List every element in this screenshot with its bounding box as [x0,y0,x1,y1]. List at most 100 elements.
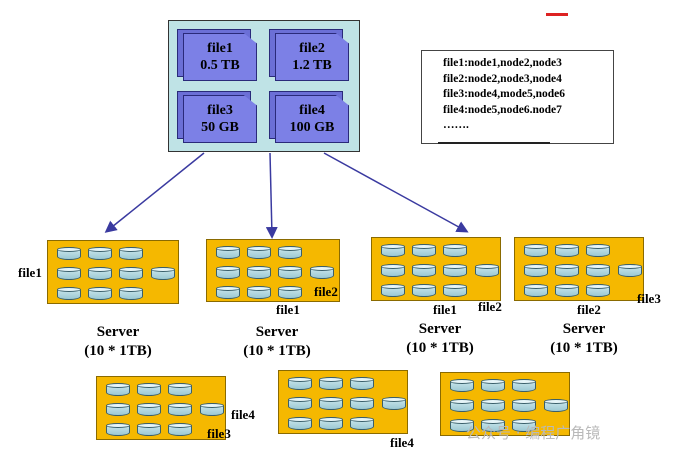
disk-icon [586,264,610,277]
arrow-to-server-2 [265,152,278,239]
label-file: file3 [637,291,661,306]
disk-icon [524,284,548,297]
disk-icon [586,244,610,257]
disk-icon [412,264,436,277]
disk-icon [168,383,192,396]
server-2 [206,239,340,302]
disk-icon [350,417,374,430]
disk-icon [216,266,240,279]
mapping-line: ……. [443,119,469,131]
disk-icon [247,246,271,259]
disk-icon [512,419,536,432]
watermark-text: 公众号 · 编程广角镜 [466,424,601,442]
disk-icon [350,397,374,410]
disk-icon [310,266,334,279]
file-size: 50 GB [201,120,239,135]
file-card-2: file2 1.2 TB [269,29,349,81]
label-file: file4 [390,435,414,450]
disk-icon [119,247,143,260]
label-file: file2 [478,299,502,314]
disk-icon [57,247,81,260]
disk-icon [481,399,505,412]
server-6 [278,370,408,434]
mapping-underline [438,142,550,144]
disk-icon [524,244,548,257]
server-title: Server [418,321,462,337]
file-card-4: file4 100 GB [269,91,349,143]
label-file: file2 [577,302,601,317]
disk-icon [168,403,192,416]
server-caption-2: Server (10 * 1TB) [222,323,332,361]
label-file: file3 [207,426,231,441]
disk-icon [106,423,130,436]
disk-icon [618,264,642,277]
disk-icon [450,399,474,412]
disk-icon [88,247,112,260]
label-file: file1 [433,302,457,317]
corner-logo-bar [546,13,568,16]
disk-icon [381,244,405,257]
disk-icon [137,403,161,416]
arrow-to-server-1 [104,152,205,233]
file-size: 100 GB [289,120,335,135]
disk-icon [88,287,112,300]
disk-icon [288,397,312,410]
disk-icon [381,284,405,297]
arrow-to-server-3 [323,152,469,233]
disk-icon [137,383,161,396]
disk-icon [278,266,302,279]
server-caption-3: Server (10 * 1TB) [385,320,495,358]
label-file: file1 [276,302,300,317]
mapping-line: file4:node5,node6.node7 [443,103,562,116]
disk-icon [88,267,112,280]
disk-icon [106,403,130,416]
disk-icon [278,286,302,299]
mapping-line: file3:node4,mode5,node6 [443,88,566,100]
disk-icon [151,267,175,280]
label-file: file1 [18,265,42,280]
disk-icon [106,383,130,396]
disk-icon [586,284,610,297]
file-name: file1 [207,41,233,56]
disk-icon [524,264,548,277]
server-title: Server [562,321,606,337]
disk-icon [381,264,405,277]
mapping-line: file2:node2,node3,node4 [443,72,562,85]
server-caption-1: Server (10 * 1TB) [63,323,173,361]
mapping-line: file1:node1,node2,node3 [443,57,562,69]
server-capacity: (10 * 1TB) [550,340,618,356]
server-5 [96,376,226,440]
disk-icon [512,399,536,412]
server-3 [371,237,501,301]
file-card-3: file3 50 GB [177,91,257,143]
label-file: file2 [314,284,338,299]
disk-icon [247,286,271,299]
disk-icon [512,379,536,392]
disk-icon [119,287,143,300]
disk-icon [216,246,240,259]
file-card-1: file1 0.5 TB [177,29,257,81]
disk-icon [319,417,343,430]
file-name: file3 [207,103,233,118]
disk-icon [450,419,474,432]
disk-icon [481,379,505,392]
disk-icon [450,379,474,392]
disk-icon [319,397,343,410]
disk-icon [544,399,568,412]
file-name: file4 [299,103,325,118]
disk-icon [200,403,224,416]
disk-icon [137,423,161,436]
server-4 [514,237,644,301]
file-size: 0.5 TB [200,58,240,73]
disk-icon [119,267,143,280]
server-1 [47,240,179,304]
disk-icon [288,417,312,430]
disk-icon [555,284,579,297]
disk-icon [168,423,192,436]
disk-icon [288,377,312,390]
disk-icon [216,286,240,299]
label-file: file4 [231,407,255,422]
files-panel: file1 0.5 TB file2 1.2 TB file3 50 GB fi… [168,20,360,152]
disk-icon [555,244,579,257]
disk-icon [350,377,374,390]
